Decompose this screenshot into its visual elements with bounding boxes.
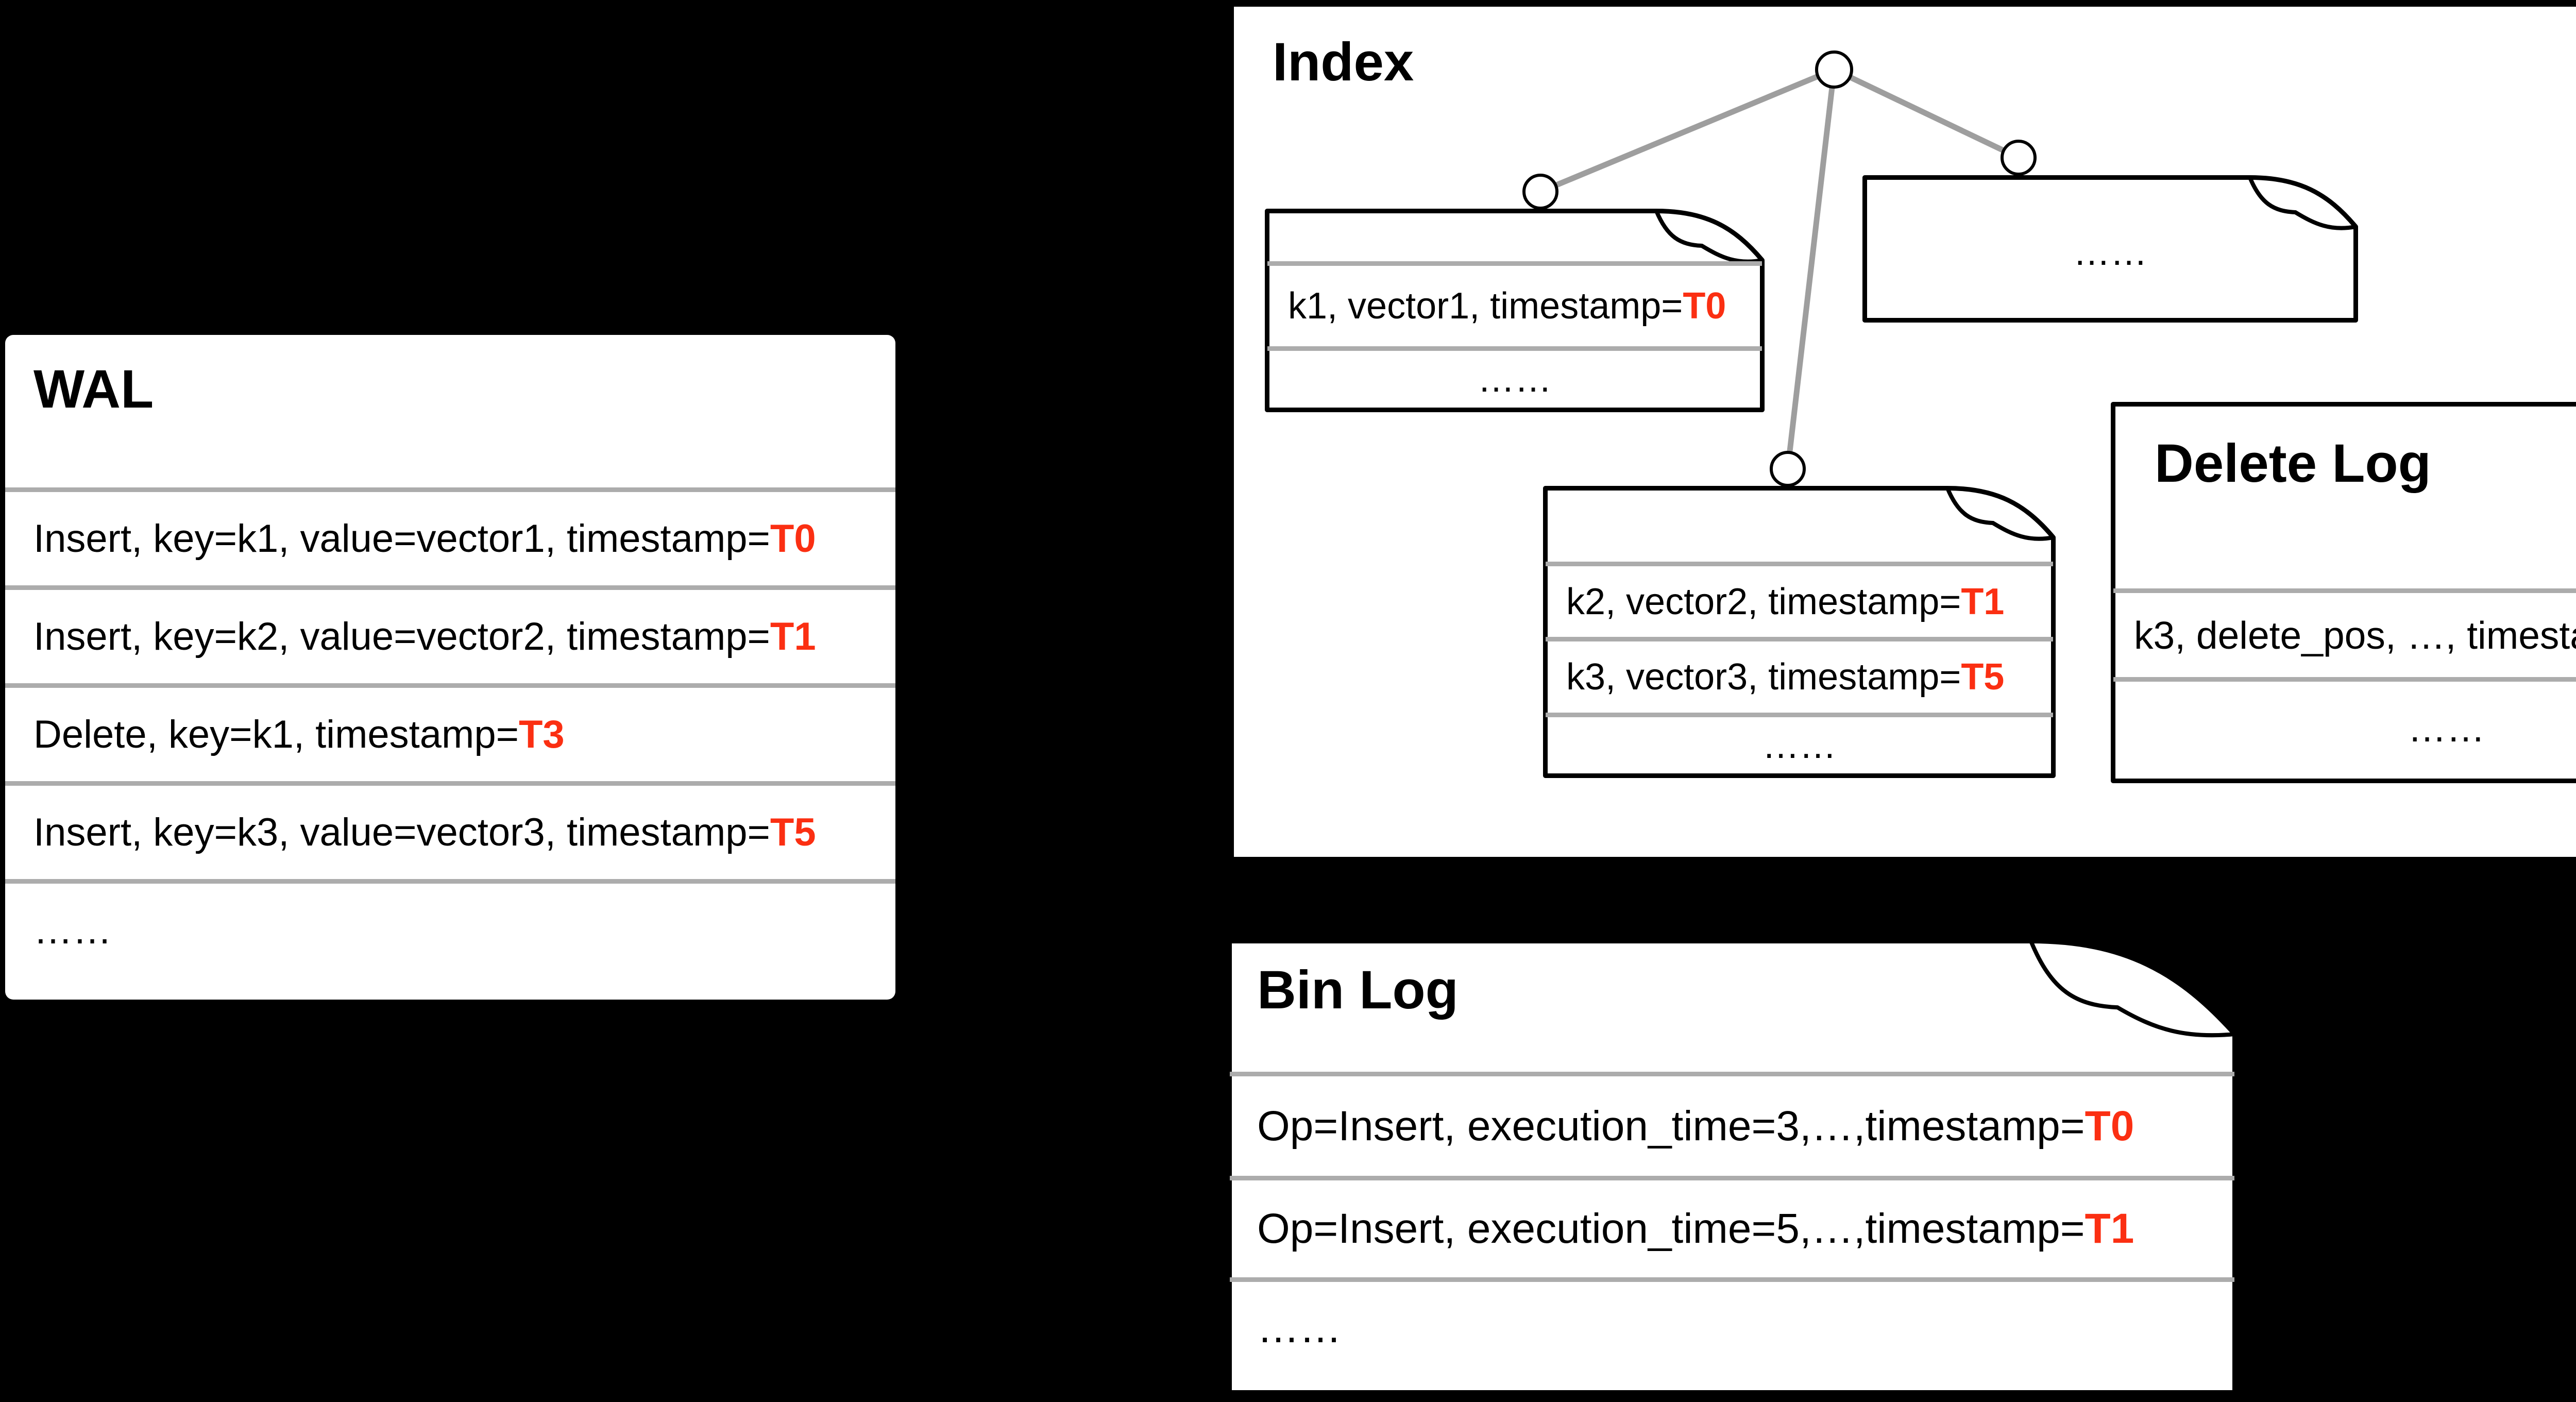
wal-row-ellipsis: …… xyxy=(33,908,112,952)
bin-log-divider xyxy=(1230,1072,2234,1076)
bin-log-title: Bin Log xyxy=(1257,960,1459,1020)
index-leaf-k1-doc: k1, vector1, timestamp=T0 …… xyxy=(1265,209,1765,412)
wal-row-text: Insert, key=k2, value=vector2, timestamp… xyxy=(33,614,770,658)
bin-log-row: …… xyxy=(1257,1282,2232,1375)
leaf-divider xyxy=(1546,637,2053,641)
delete-log-divider xyxy=(2113,677,2576,682)
wal-row: Insert, key=k3, value=vector3, timestamp… xyxy=(33,786,885,879)
wal-row: Delete, key=k1, timestamp=T3 xyxy=(33,688,885,781)
leaf-row: k2, vector2, timestamp=T1 xyxy=(1566,566,2050,637)
wal-row-timestamp: T1 xyxy=(770,614,816,658)
wal-divider xyxy=(5,781,895,786)
wal-row-timestamp: T0 xyxy=(770,516,816,561)
leaf-row: …… xyxy=(1548,717,2050,774)
bin-log-doc: Bin Log Op=Insert, execution_time=3,…,ti… xyxy=(1227,939,2237,1395)
leaf-row: …… xyxy=(1270,351,1759,408)
wal-row-timestamp: T3 xyxy=(518,712,565,756)
index-title: Index xyxy=(1273,32,1414,92)
wal-row: Insert, key=k2, value=vector2, timestamp… xyxy=(33,590,885,683)
leaf-row-text: k2, vector2, timestamp= xyxy=(1566,581,1961,622)
bin-log-divider xyxy=(1230,1277,2234,1282)
leaf-divider xyxy=(1546,562,2053,566)
delete-log-row-ellipsis: …… xyxy=(2408,706,2485,750)
leaf-row-ellipsis: …… xyxy=(2073,232,2147,273)
delete-log-title: Delete Log xyxy=(2155,433,2431,494)
wal-divider xyxy=(5,683,895,688)
bin-log-row: Op=Insert, execution_time=3,…,timestamp=… xyxy=(1257,1076,2232,1176)
leaf-row: …… xyxy=(1868,211,2353,294)
leaf-row-timestamp: T1 xyxy=(1961,581,2005,622)
leaf-row-timestamp: T5 xyxy=(1961,656,2005,698)
bin-log-row-text: Op=Insert, execution_time=5,…,timestamp= xyxy=(1257,1205,2085,1252)
delete-log-doc: Delete Log k3, delete_pos, …, timestamp=… xyxy=(2111,402,2576,783)
bin-log-row-text: Op=Insert, execution_time=3,…,timestamp= xyxy=(1257,1102,2085,1150)
bin-log-divider xyxy=(1230,1176,2234,1180)
wal-panel: WAL Insert, key=k1, value=vector1, times… xyxy=(5,335,895,1000)
leaf-row-ellipsis: …… xyxy=(1478,359,1552,400)
wal-divider xyxy=(5,585,895,590)
delete-log-divider xyxy=(2113,588,2576,593)
leaf-row-text: k1, vector1, timestamp= xyxy=(1288,285,1683,327)
wal-row: …… xyxy=(33,889,885,971)
bin-log-row: Op=Insert, execution_time=5,…,timestamp=… xyxy=(1257,1180,2232,1277)
leaf-row: k3, vector3, timestamp=T5 xyxy=(1566,641,2050,713)
wal-row-text: Insert, key=k1, value=vector1, timestamp… xyxy=(33,516,770,561)
wal-row-timestamp: T5 xyxy=(770,810,816,854)
wal-row: Insert, key=k1, value=vector1, timestamp… xyxy=(33,492,885,585)
bin-log-row-timestamp: T1 xyxy=(2084,1205,2134,1252)
index-leaf-dots-doc: …… xyxy=(1862,175,2358,323)
leaf-divider xyxy=(1267,261,1762,266)
leaf-row-timestamp: T0 xyxy=(1683,285,1726,327)
bin-log-row-timestamp: T0 xyxy=(2084,1102,2134,1150)
wal-divider xyxy=(5,879,895,884)
wal-title: WAL xyxy=(33,359,154,419)
delete-log-row-text: k3, delete_pos, …, timestamp= xyxy=(2134,613,2576,657)
file-shape xyxy=(1543,486,2056,778)
leaf-divider xyxy=(1546,713,2053,717)
index-leaf-k2-doc: k2, vector2, timestamp=T1 k3, vector3, t… xyxy=(1543,486,2056,778)
bin-log-row-ellipsis: …… xyxy=(1257,1305,1342,1352)
leaf-row-ellipsis: …… xyxy=(1762,725,1837,766)
wal-row-text: Delete, key=k1, timestamp= xyxy=(33,712,519,756)
wal-row-text: Insert, key=k3, value=vector3, timestamp… xyxy=(33,810,770,854)
wal-divider xyxy=(5,487,895,492)
leaf-divider xyxy=(1267,346,1762,351)
leaf-row: k1, vector1, timestamp=T0 xyxy=(1288,266,1759,346)
delete-log-row: k3, delete_pos, …, timestamp=T3 xyxy=(2134,593,2576,677)
file-shape xyxy=(1862,175,2358,323)
delete-log-row: …… xyxy=(2116,682,2576,774)
leaf-row-text: k3, vector3, timestamp= xyxy=(1566,656,1961,698)
